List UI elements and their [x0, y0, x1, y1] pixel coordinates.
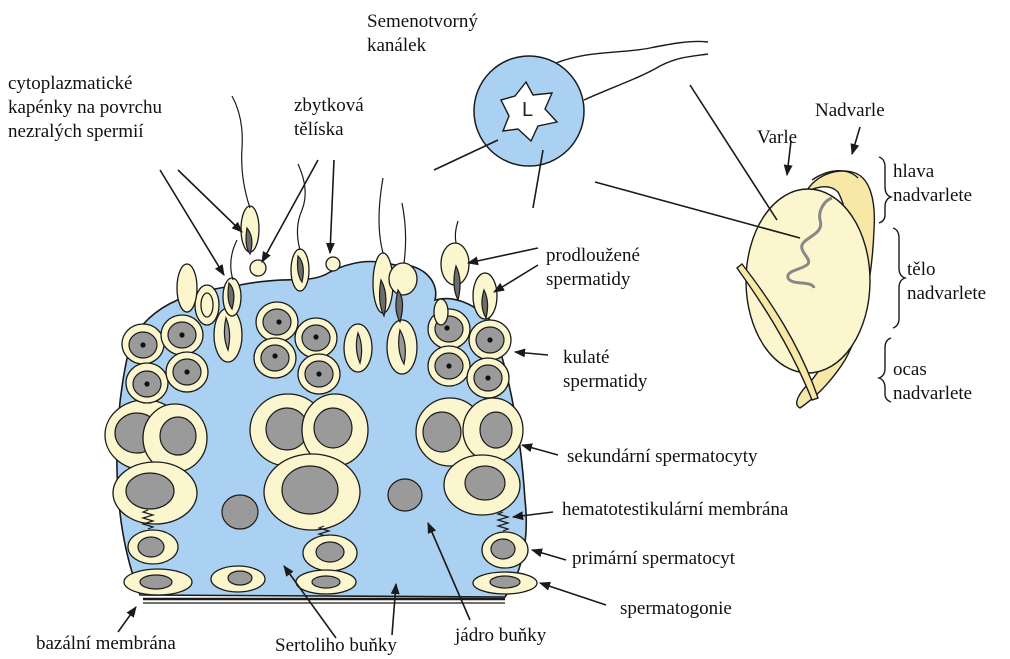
cell-nucleus-label: jádro buňky	[455, 624, 546, 648]
tubule-label: Semenotvorný kanálek	[367, 10, 478, 58]
secondary-spermatocytes-label: sekundární spermatocyty	[567, 445, 757, 469]
sertoli-nucleus	[388, 479, 422, 511]
testis-shape	[746, 189, 870, 373]
sertoli-nucleus	[222, 495, 258, 529]
epididymis-label: Nadvarle	[815, 99, 885, 123]
residual-bodies-label: zbytková tělíska	[294, 94, 364, 142]
tubule-cross-section	[474, 41, 708, 166]
epithelium-section	[105, 96, 537, 603]
epididymis-body-label: tělo nadvarlete	[907, 258, 986, 306]
droplets-label: cytoplazmatické kapénky na povrchu nezra…	[8, 72, 162, 144]
tubule-continuation	[556, 41, 708, 63]
basal-membrane-label: bazální membrána	[36, 632, 176, 656]
round-spermatids-label: kulaté spermatidy	[563, 346, 647, 394]
sertoli-cells-label: Sertoliho buňky	[275, 634, 397, 658]
epididymis-head-label: hlava nadvarlete	[893, 160, 972, 208]
lumen-label: L	[522, 99, 533, 122]
elongated-spermatids-label: prodloužené spermatidy	[546, 244, 640, 292]
spermatogonia-label: spermatogonie	[620, 597, 732, 621]
testis-label: Varle	[757, 126, 797, 150]
testis-epididymis	[737, 171, 874, 408]
blood-testis-barrier-label: hematotestikulární membrána	[562, 498, 788, 522]
epididymis-tail-label: ocas nadvarlete	[893, 358, 972, 406]
secondary-spermatocytes	[105, 394, 523, 530]
primary-spermatocyte-label: primární spermatocyt	[572, 547, 735, 571]
